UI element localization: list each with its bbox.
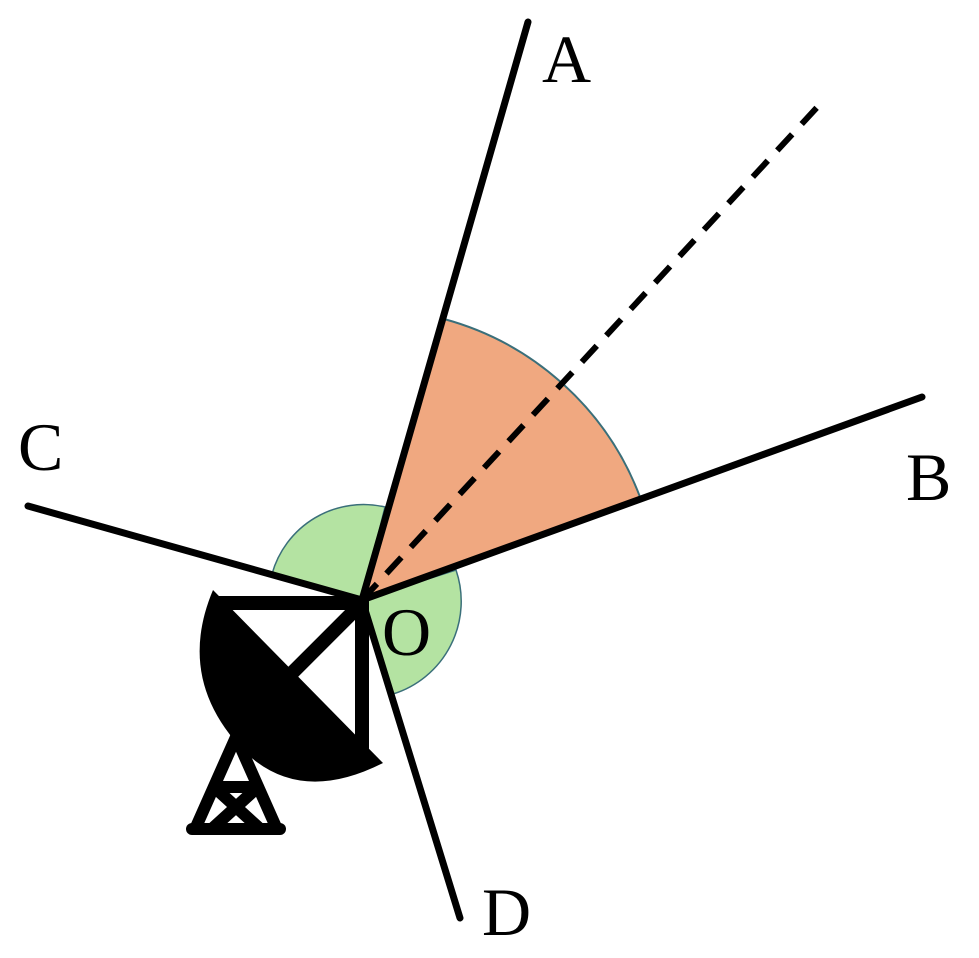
ray-od bbox=[358, 596, 464, 922]
satellite-dish-icon bbox=[186, 590, 383, 835]
label-c: C bbox=[18, 409, 63, 485]
label-d: D bbox=[482, 874, 531, 950]
ray-ob bbox=[358, 393, 926, 604]
label-o: O bbox=[382, 594, 431, 670]
ray-oc bbox=[24, 502, 366, 604]
angle-arc-c-a bbox=[271, 503, 386, 601]
label-a: A bbox=[542, 21, 591, 97]
label-b: B bbox=[906, 439, 951, 515]
bisector-dashed bbox=[359, 99, 825, 603]
angle-arc-b-d bbox=[361, 569, 462, 695]
ray-oa bbox=[358, 18, 532, 604]
